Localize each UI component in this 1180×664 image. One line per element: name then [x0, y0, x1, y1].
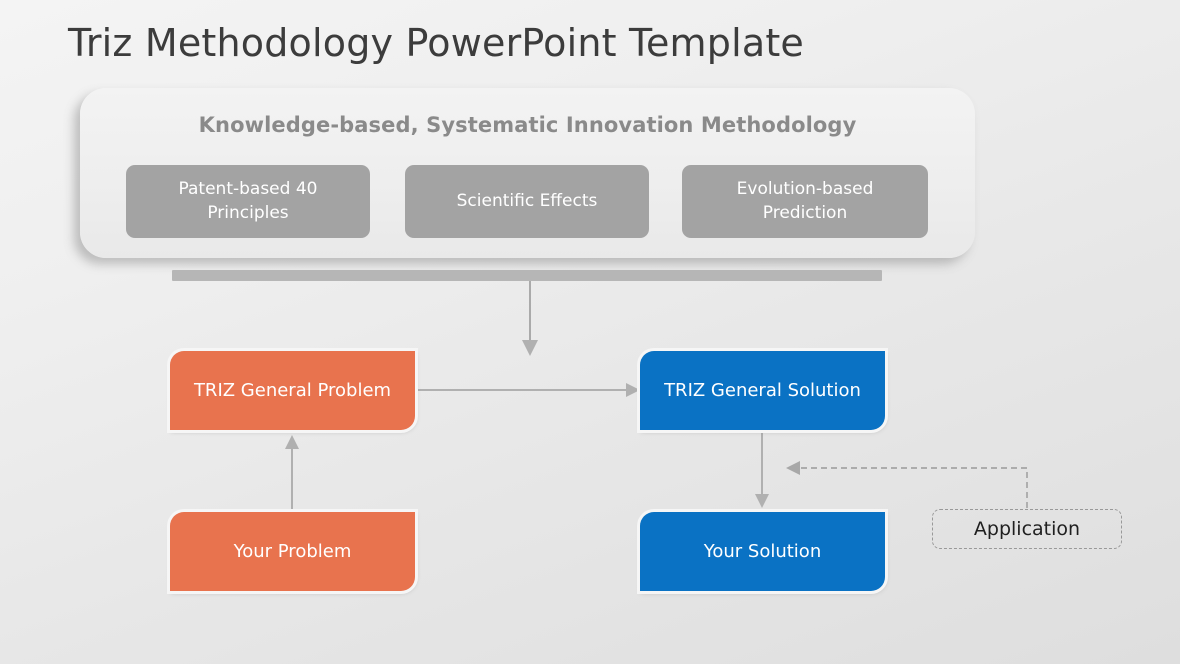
- arrow-application-feedback: [786, 461, 1028, 508]
- box-application[interactable]: Application: [932, 509, 1122, 549]
- box-triz-general-solution[interactable]: TRIZ General Solution: [640, 351, 885, 430]
- pill-patent-based-40-principles[interactable]: Patent-based 40 Principles: [126, 165, 370, 238]
- arrow-your-problem-to-general-problem: [285, 435, 299, 509]
- box-your-solution[interactable]: Your Solution: [640, 512, 885, 591]
- methodology-panel: Knowledge-based, Systematic Innovation M…: [80, 88, 975, 258]
- arrow-general-solution-to-your-solution: [755, 433, 769, 508]
- arrow-general-problem-to-general-solution: [418, 383, 640, 397]
- pill-scientific-effects[interactable]: Scientific Effects: [405, 165, 649, 238]
- arrow-bar-to-general: [522, 281, 538, 356]
- connector-bar: [172, 270, 882, 281]
- pill-evolution-based-prediction[interactable]: Evolution-based Prediction: [682, 165, 928, 238]
- panel-heading: Knowledge-based, Systematic Innovation M…: [198, 113, 857, 137]
- page-title: Triz Methodology PowerPoint Template: [68, 21, 805, 65]
- box-triz-general-problem[interactable]: TRIZ General Problem: [170, 351, 415, 430]
- box-your-problem[interactable]: Your Problem: [170, 512, 415, 591]
